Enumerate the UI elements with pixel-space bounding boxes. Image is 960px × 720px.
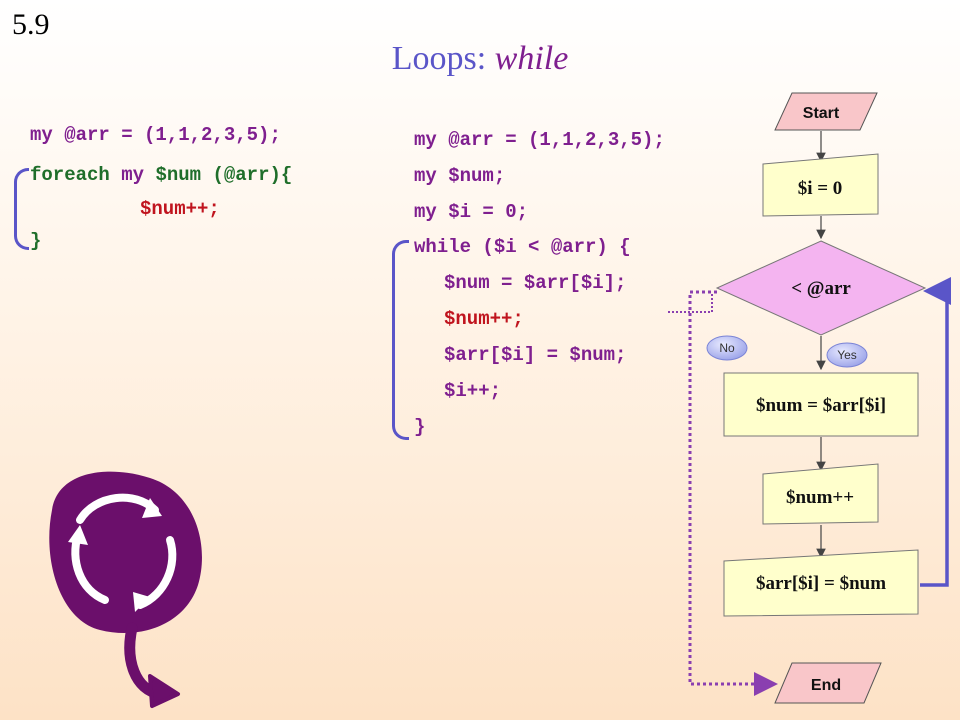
init-label: $i = 0	[798, 178, 843, 199]
no-label: No	[719, 341, 735, 355]
left-code-body: $num++;	[140, 198, 220, 220]
mid-code-line4: while ($i < @arr) {	[414, 236, 631, 258]
no-badge: No	[706, 335, 748, 361]
step2-node: $num++	[762, 463, 879, 525]
left-code-line1: my @arr = (1,1,2,3,5);	[30, 124, 281, 146]
start-node: Start	[774, 92, 878, 131]
yes-label: Yes	[837, 348, 857, 362]
mid-code-line5: $num = $arr[$i];	[444, 272, 627, 294]
condition-node: < @arr	[715, 240, 927, 336]
end-label: End	[811, 677, 841, 694]
title-main: Loops:	[391, 40, 495, 77]
mid-code-line7: $arr[$i] = $num;	[444, 344, 627, 366]
mid-code-line8: $i++;	[444, 380, 502, 402]
code-to-condition-arrow	[668, 294, 713, 313]
left-code-bracket	[14, 168, 29, 250]
init-node: $i = 0	[762, 153, 879, 217]
end-node: End	[774, 662, 882, 704]
condition-label: < @arr	[791, 278, 851, 299]
loop-back-arrow	[920, 277, 951, 587]
start-label: Start	[803, 105, 840, 122]
title-keyword: while	[494, 40, 569, 77]
slide-number: 5.9	[12, 8, 50, 41]
mid-code-bracket	[392, 240, 409, 440]
mid-code-line6: $num++;	[444, 308, 524, 330]
slide-title: Loops: while	[0, 40, 960, 78]
left-code-close: }	[30, 230, 42, 252]
left-code-foreach: foreach my $num (@arr){	[30, 164, 293, 186]
exit-arrow	[688, 290, 778, 696]
step3-node: $arr[$i] = $num	[723, 549, 919, 617]
mid-code-line3: my $i = 0;	[414, 201, 529, 223]
mid-code-line1: my @arr = (1,1,2,3,5);	[414, 129, 665, 151]
step2-label: $num++	[786, 487, 854, 508]
mid-code-line9: }	[414, 416, 426, 438]
cycle-arrows-icon	[49, 471, 202, 708]
yes-badge: Yes	[826, 342, 868, 368]
mid-code-line2: my $num;	[414, 165, 506, 187]
step1-node: $num = $arr[$i]	[723, 372, 919, 437]
step1-label: $num = $arr[$i]	[756, 395, 886, 416]
step3-label: $arr[$i] = $num	[756, 573, 886, 594]
